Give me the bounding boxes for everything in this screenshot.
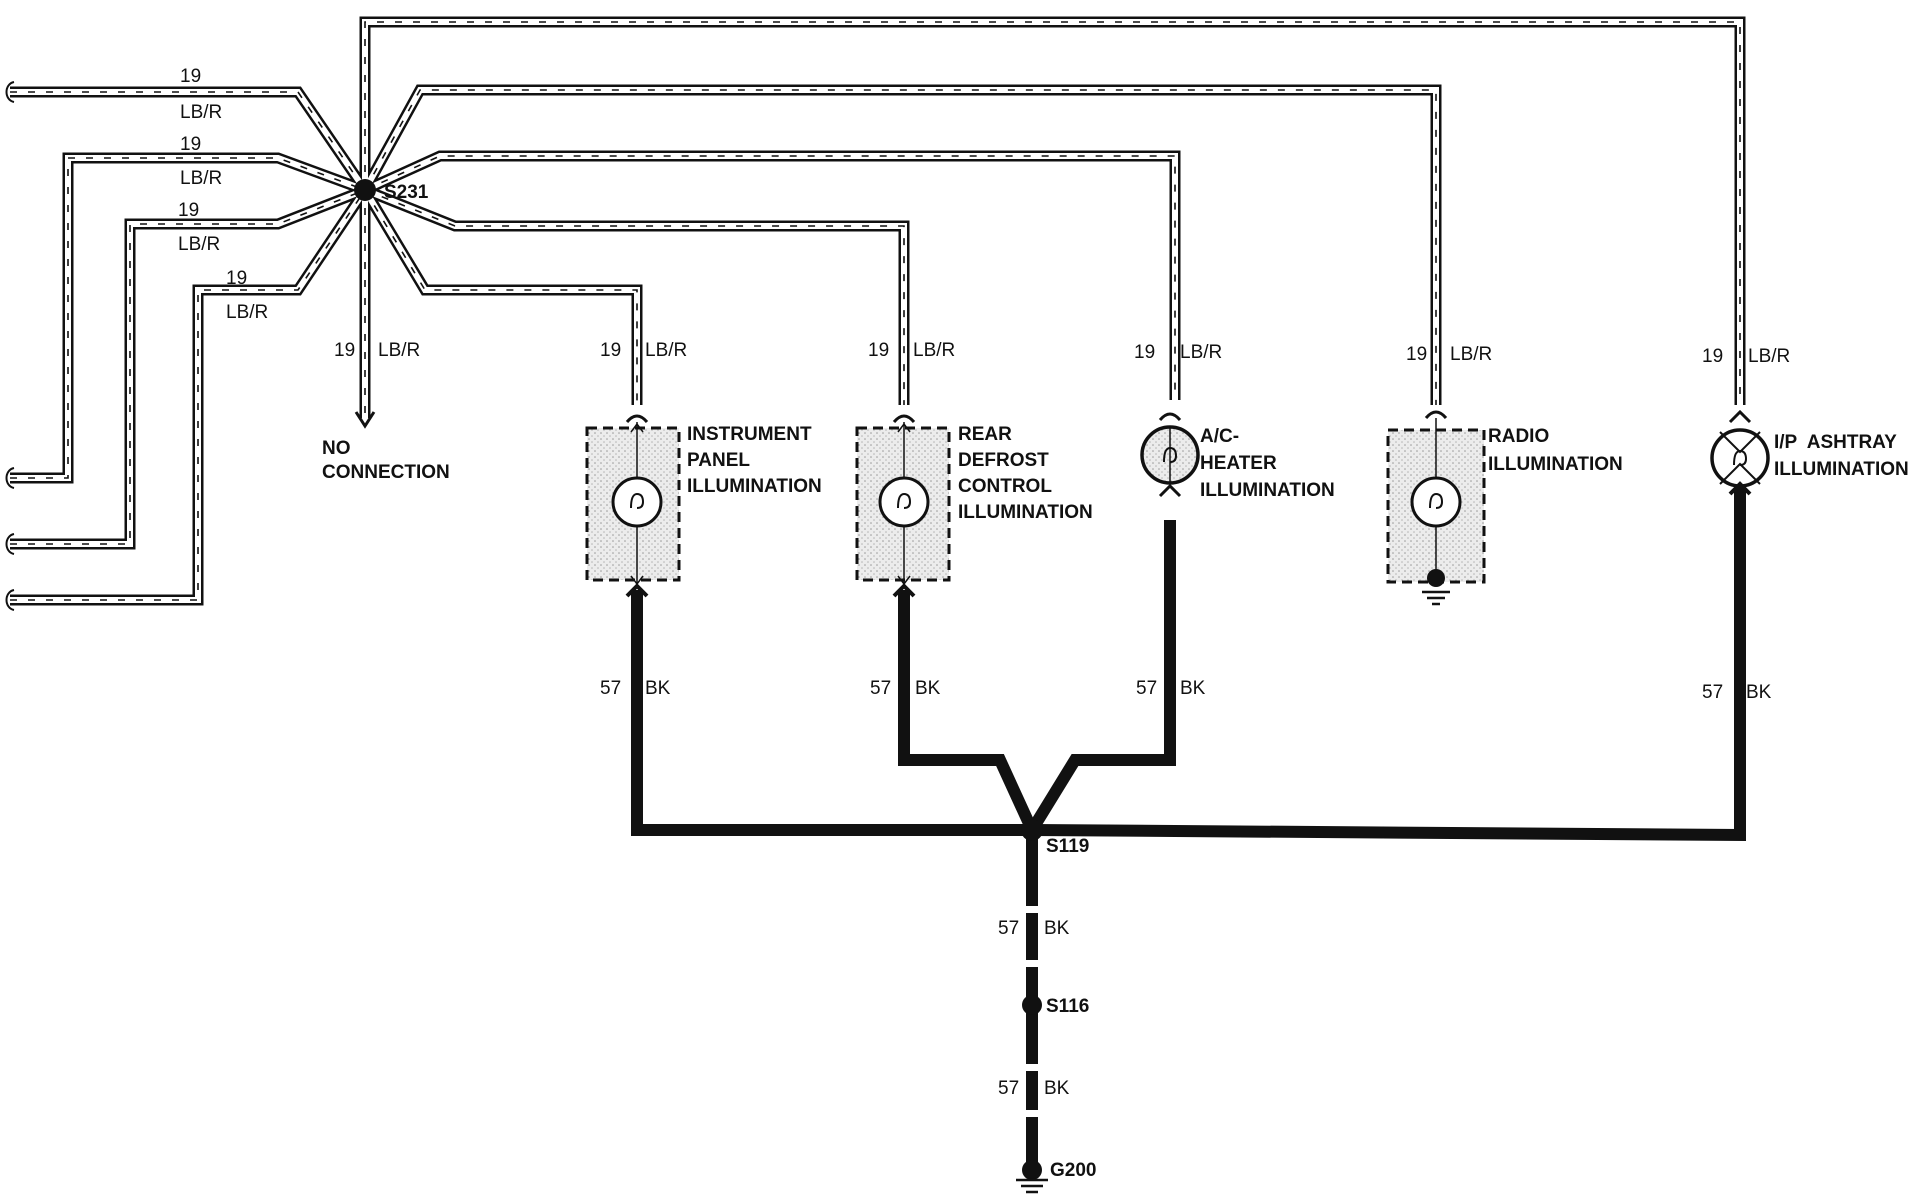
- label-line: DEFROST: [958, 450, 1049, 471]
- wire-color-label: BK: [1180, 678, 1206, 699]
- no-connection-label-1: NO: [322, 438, 351, 459]
- ground-g200-dot: [1022, 1160, 1042, 1180]
- wire-circuit-label: 19: [1406, 344, 1427, 365]
- wire-color-label: BK: [1044, 1078, 1070, 1099]
- rear-defrost-label: REAR DEFROST CONTROL ILLUMINATION: [958, 424, 1093, 523]
- label-line: CONTROL: [958, 476, 1052, 497]
- radio-ground-icon: [1422, 590, 1450, 606]
- ac-heater-illumination: [1140, 412, 1200, 498]
- wire-circuit-label: 57: [1702, 682, 1723, 703]
- wire-color-label: BK: [915, 678, 941, 699]
- wire-circuit-label: 57: [600, 678, 621, 699]
- bulb-icon: [1410, 476, 1462, 528]
- no-connection-label-2: CONNECTION: [322, 462, 450, 483]
- wire-color-label: BK: [1746, 682, 1772, 703]
- ip-ashtray-illumination: [1710, 409, 1770, 496]
- wire-color-label: LB/R: [226, 302, 268, 323]
- wire-circuit-label: 57: [870, 678, 891, 699]
- label-line: I/P ASHTRAY: [1774, 432, 1897, 453]
- wire-circuit-label: 57: [998, 1078, 1019, 1099]
- bk-wire-group: [631, 480, 1746, 1170]
- wire-circuit-label: 19: [868, 340, 889, 361]
- label-line: HEATER: [1200, 453, 1277, 474]
- wire-color-label: LB/R: [178, 234, 220, 255]
- no-connection-arrow: [354, 411, 376, 429]
- wire-color-label: LB/R: [378, 340, 420, 361]
- wire-color-label: LB/R: [645, 340, 687, 361]
- label-line: ILLUMINATION: [1488, 454, 1623, 475]
- label-line: ILLUMINATION: [1774, 459, 1909, 480]
- trunk-breaks: [1024, 906, 1040, 1117]
- wire-circuit-label: 19: [334, 340, 355, 361]
- wire-color-label: LB/R: [913, 340, 955, 361]
- wire-color-label: LB/R: [180, 168, 222, 189]
- label-line: REAR: [958, 424, 1012, 445]
- instrument-panel-illumination: [585, 414, 681, 598]
- splice-s116-dot: [1022, 995, 1042, 1015]
- wire-circuit-label: 57: [998, 918, 1019, 939]
- wire-circuit-label: 19: [178, 200, 199, 221]
- wire-color-label: BK: [645, 678, 671, 699]
- splice-s119-label: S119: [1046, 836, 1089, 857]
- radio-label: RADIO ILLUMINATION: [1488, 426, 1623, 475]
- drop-wire-labels: 19 LB/R 19 LB/R 19 LB/R 19 LB/R 19 LB/R …: [334, 340, 1790, 367]
- splice-s231-dot: [354, 179, 376, 201]
- ground-g200-label: G200: [1050, 1160, 1096, 1181]
- label-line: PANEL: [687, 450, 750, 471]
- wire-circuit-label: 19: [1134, 342, 1155, 363]
- wire-color-label: LB/R: [1748, 346, 1790, 367]
- wire-color-label: LB/R: [1450, 344, 1492, 365]
- lb-r-wire-group: [10, 16, 1746, 606]
- wire-circuit-label: 19: [180, 66, 201, 87]
- ac-heater-label: A/C- HEATER ILLUMINATION: [1200, 426, 1335, 501]
- ip-ashtray-label: I/P ASHTRAY ILLUMINATION: [1774, 432, 1909, 480]
- instrument-panel-label: INSTRUMENT PANEL ILLUMINATION: [687, 424, 822, 497]
- wire-circuit-label: 57: [1136, 678, 1157, 699]
- label-line: ILLUMINATION: [687, 476, 822, 497]
- bulb-icon: [1710, 428, 1770, 488]
- radio-illumination: [1386, 410, 1486, 606]
- rear-defrost-control-illumination: [855, 414, 951, 598]
- splice-s231-label: S231: [384, 182, 429, 203]
- wire-color-label: BK: [1044, 918, 1070, 939]
- wire-circuit-label: 19: [226, 268, 247, 289]
- splice-s119-dot: [1021, 819, 1043, 841]
- bulb-icon: [611, 476, 663, 528]
- ground-g200-icon: [1016, 1178, 1048, 1194]
- left-wire-labels: 19 LB/R 19 LB/R 19 LB/R 19 LB/R: [178, 66, 268, 323]
- wire-circuit-label: 19: [180, 134, 201, 155]
- splice-s116-label: S116: [1046, 996, 1089, 1017]
- left-connector-hooks: [5, 81, 15, 611]
- wire-color-label: LB/R: [180, 102, 222, 123]
- label-line: INSTRUMENT: [687, 424, 812, 445]
- wire-circuit-label: 19: [1702, 346, 1723, 367]
- label-line: ILLUMINATION: [958, 502, 1093, 523]
- ground-wire-labels: 57 BK 57 BK 57 BK 57 BK 57 BK 57 BK: [600, 678, 1772, 1099]
- label-line: ILLUMINATION: [1200, 480, 1335, 501]
- bulb-icon: [878, 476, 930, 528]
- label-line: A/C-: [1200, 426, 1239, 447]
- label-line: RADIO: [1488, 426, 1549, 447]
- wire-color-label: LB/R: [1180, 342, 1222, 363]
- wire-circuit-label: 19: [600, 340, 621, 361]
